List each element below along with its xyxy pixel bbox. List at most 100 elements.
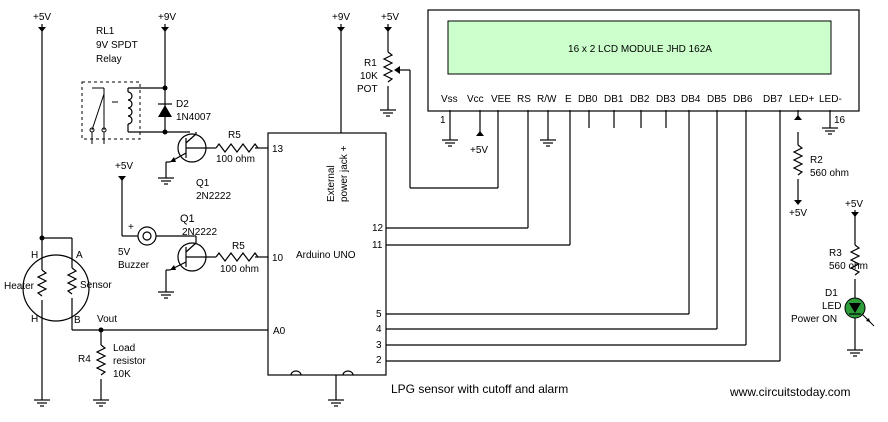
resistor-r5-bottom [210,252,268,262]
arduino-board [267,132,387,376]
r5-top-ref: R5 [228,130,241,141]
lcd-pin-db4: DB4 [681,94,701,105]
lcd-pin-e: E [565,94,572,105]
diagram-caption: LPG sensor with cutoff and alarm [391,382,568,396]
lcd-module [427,9,860,112]
relay-contacts [89,87,107,144]
lcd-led-minus-ground [822,110,838,135]
lcd-pin-db3: DB3 [656,94,676,105]
pin-a0: A0 [273,326,286,337]
led-ref: D1 [825,288,838,299]
q1-bottom-part: 2N2222 [182,227,217,238]
buzzer-line2: Buzzer [118,260,150,271]
lcd-pin-led-plus: LED+ [789,94,814,105]
vout-label: Vout [97,314,117,325]
r4-line2: resistor [113,356,146,367]
buzzer-supply-wire [118,176,138,237]
led-label: Power ON [791,314,837,325]
q1-top-part: 2N2222 [196,191,231,202]
pin-4: 4 [376,324,382,335]
sensor-pin-a: A [76,250,83,261]
lcd-pin-vee: VEE [491,94,511,105]
lcd-pin-db5: DB5 [707,94,727,105]
pin-10: 10 [272,253,284,264]
r3-value: 560 ohm [829,261,868,272]
heater-pin-h-bottom: H [31,314,38,325]
supply-5v-label-sensor: +5V [33,12,51,23]
lcd-pin-last-number: 16 [834,115,846,126]
supply-9v-label-relay: +9V [158,12,176,23]
load-resistor-r4 [95,344,107,376]
d2-ref: D2 [176,99,189,110]
supply-9v-label-arduino: +9V [332,12,350,23]
relay-outline [81,81,141,140]
led-type: LED [822,301,841,312]
heater-pin-h-top: H [31,250,38,261]
d2-part: 1N4007 [176,112,211,123]
led-d1 [844,297,875,357]
lcd-pin-db1: DB1 [604,94,624,105]
r4-value: 10K [113,369,131,380]
pin-13: 13 [272,144,284,155]
website-credit: www.circuitstoday.com [729,385,850,399]
pin-5: 5 [376,309,382,320]
pin-11: 11 [372,240,383,251]
r4-line1: Load [113,343,135,354]
lcd-pin-db7: DB7 [763,94,783,105]
relay-ref: RL1 [96,26,115,37]
r5-bottom-value: 100 ohm [220,264,259,275]
arduino-name: Arduino UNO [296,250,356,261]
pin-3: 3 [376,340,382,351]
lcd-data-wires [386,110,781,362]
q1-bottom-ref: Q1 [180,213,195,225]
supply-5v-label-pot: +5V [381,12,399,23]
pot-value: 10K [360,71,378,82]
r5-top-value: 100 ohm [216,154,255,165]
buzzer-plus: + [128,222,134,233]
lcd-vcc-5v-label: +5V [470,145,488,156]
lcd-vss-ground [442,110,458,147]
lcd-screen [447,20,832,75]
jack-line2: power jack + [339,145,350,202]
arduino-ground [328,375,344,407]
diode-d2 [158,103,172,117]
lcd-pin-db0: DB0 [578,94,598,105]
pot-r1 [380,24,499,189]
pot-ref: R1 [364,58,377,69]
lcd-pin-rw: R/W [537,94,557,105]
arduino-supply-wire [337,24,345,133]
ground-heater [34,399,50,407]
gas-sensor [22,238,90,400]
pot-type: POT [357,84,378,95]
lcd-pin-vss: Vss [441,94,458,105]
lcd-pin-db6: DB6 [733,94,753,105]
heater-label: Heater [4,281,35,292]
transistor-q1-bottom [158,235,210,299]
lcd-control-wires [386,110,571,246]
sensor-supply-rail [38,24,73,256]
lcd-pin-db2: DB2 [630,94,650,105]
r2-ref: R2 [810,155,823,166]
led-supply-5v-label: +5V [845,199,863,210]
vout-wire [72,327,268,407]
jack-line1: External [326,165,337,202]
sensor-label: Sensor [80,280,112,291]
transistor-q1-top [158,132,210,185]
r5-bottom-ref: R5 [232,241,245,252]
q1-top-ref: Q1 [196,178,210,189]
relay-line2: Relay [96,54,122,65]
relay-coil [112,88,133,132]
pin-12: 12 [372,223,384,234]
lcd-pin-led-minus: LED- [819,94,842,105]
pin-2: 2 [376,355,382,366]
lcd-pin-rs: RS [517,94,531,105]
lcd-vcc-supply [476,110,484,136]
relay-line1: 9V SPDT [96,40,138,51]
r2-value: 560 ohm [810,168,849,179]
resistor-r3 [849,210,861,298]
sensor-pin-b: B [74,315,81,326]
lcd-pin-first-number: 1 [440,115,446,126]
r3-ref: R3 [829,248,842,259]
lcd-unused-data-stubs [588,110,667,128]
